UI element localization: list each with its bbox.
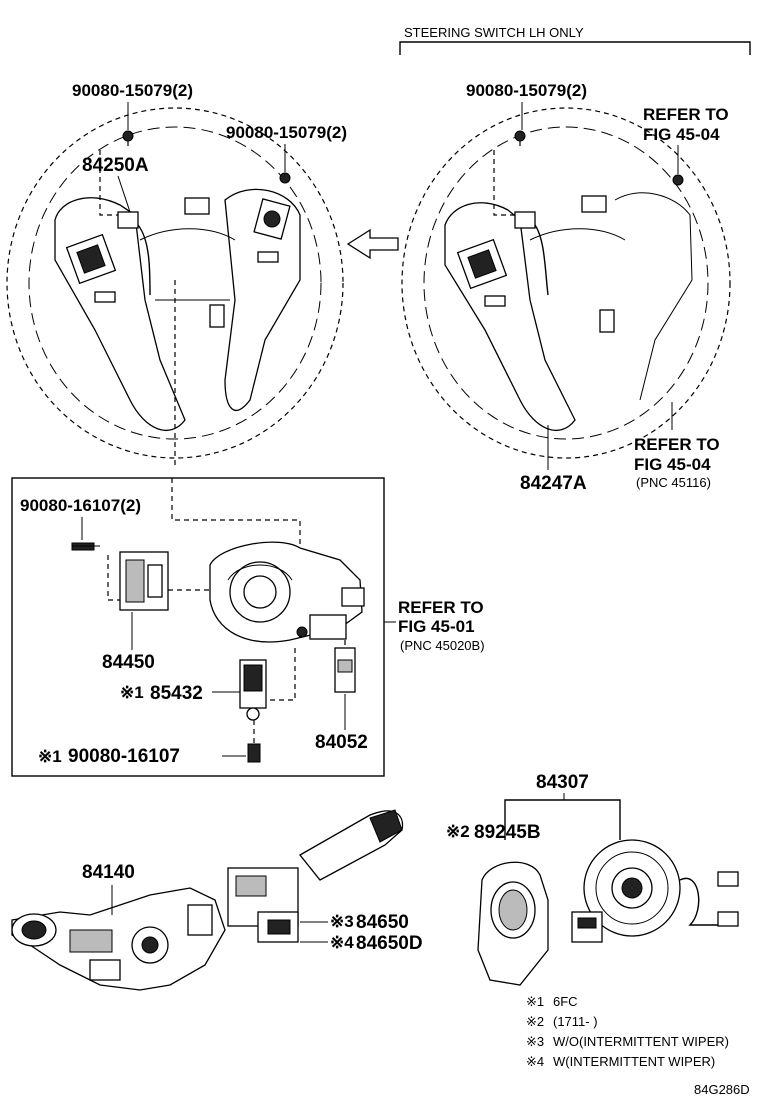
- part-84650d-label: 84650D: [356, 933, 423, 954]
- part-84650d-mark: ※4: [330, 933, 354, 952]
- part-85432-label: 85432: [150, 683, 203, 704]
- bolt-90080-15079-left-right-label: 90080-15079(2): [226, 123, 347, 142]
- part-84140-combination-switch: [11, 887, 226, 991]
- note-4-text: W(INTERMITTENT WIPER): [553, 1054, 715, 1069]
- part-84650-wiper-switch: [227, 809, 404, 943]
- part-89245b-sensor: [477, 861, 549, 986]
- part-84450-label: 84450: [102, 652, 155, 673]
- bolt-90080-16107-bottom-label: 90080-16107: [68, 746, 180, 767]
- sub-assembly-box: [11, 477, 385, 777]
- note-2-mark: ※2: [526, 1014, 544, 1029]
- note-4-mark: ※4: [526, 1054, 544, 1069]
- steering-wheel-right: [401, 107, 731, 459]
- part-84650-mark: ※3: [330, 912, 354, 931]
- part-89245b-mark: ※2: [446, 822, 470, 841]
- note-1-mark: ※1: [526, 994, 544, 1009]
- bolt-90080-15079-right-top-label: 90080-15079(2): [466, 81, 587, 100]
- part-column-housing: [209, 541, 365, 643]
- note-3-mark: ※3: [526, 1034, 544, 1049]
- ref-box-line2: FIG 45-01: [398, 617, 475, 636]
- part-84052-label: 84052: [315, 732, 368, 753]
- steering-wheel-left: [6, 107, 344, 465]
- part-84052-switch: [334, 640, 356, 693]
- steering-switch-lh-only-label: STEERING SWITCH LH ONLY: [404, 25, 584, 40]
- ref-top-line2: FIG 45-04: [643, 125, 720, 144]
- ref-box-line1: REFER TO: [398, 598, 484, 617]
- bolt-90080-16107-box-label: 90080-16107(2): [20, 496, 141, 515]
- footnotes: ※1 6FC ※2 (1711- ) ※3 W/O(INTERMITTENT W…: [526, 994, 729, 1069]
- ref-bottom-line1: REFER TO: [634, 435, 720, 454]
- part-84140-label: 84140: [82, 862, 135, 883]
- part-84307-spiral-cable: [571, 839, 739, 943]
- part-85432-switch: [239, 645, 296, 721]
- part-84450-switch: [119, 551, 210, 611]
- ref-box-line3: (PNC 45020B): [400, 638, 485, 653]
- bolt-90080-16107-bottom: [247, 720, 261, 763]
- note-3-text: W/O(INTERMITTENT WIPER): [553, 1034, 729, 1049]
- ref-bottom-line2: FIG 45-04: [634, 455, 711, 474]
- direction-arrow: [346, 228, 399, 260]
- switch-84250a-label: 84250A: [82, 155, 149, 176]
- part-84650-label: 84650: [356, 912, 409, 933]
- diagram-code: 84G286D: [694, 1082, 750, 1097]
- bolt-90080-15079-left-top-label: 90080-15079(2): [72, 81, 193, 100]
- part-84307-label: 84307: [536, 772, 589, 793]
- part-89245b-label: 89245B: [474, 822, 541, 843]
- ref-top-line1: REFER TO: [643, 105, 729, 124]
- switch-84247a-label: 84247A: [520, 473, 587, 494]
- note-2-text: (1711- ): [553, 1014, 598, 1029]
- ref-bottom-line3: (PNC 45116): [636, 475, 711, 490]
- bolt-90080-16107-bottom-mark: ※1: [38, 747, 62, 766]
- part-85432-mark: ※1: [120, 683, 144, 702]
- steering-switch-lh-only-bracket: STEERING SWITCH LH ONLY: [399, 25, 751, 55]
- bolt-90080-16107-top: [71, 542, 100, 551]
- note-1-text: 6FC: [553, 994, 578, 1009]
